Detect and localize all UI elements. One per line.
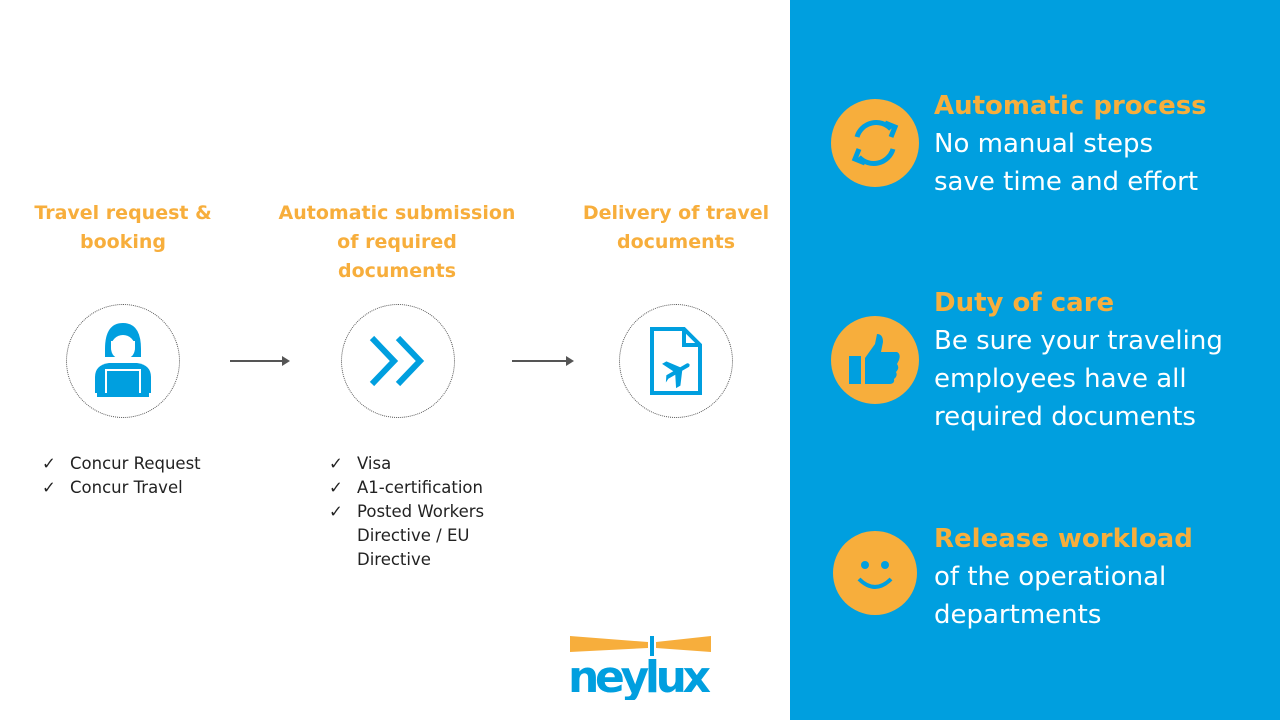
step-title-request: Travel request & booking	[34, 202, 212, 253]
benefit-heading: Automatic process	[934, 91, 1207, 121]
plane-document-icon	[650, 327, 702, 395]
step-circle-submission	[341, 304, 455, 418]
benefit-icon-automatic	[831, 99, 919, 187]
list-item: Visa	[329, 452, 519, 476]
benefit-icon-workload	[833, 531, 917, 615]
list-item: A1-certification	[329, 476, 519, 500]
list-item: Concur Request	[42, 452, 201, 476]
benefits-panel: Automatic process No manual steps save t…	[790, 0, 1280, 720]
step-title-delivery: Delivery of travel documents	[582, 202, 770, 253]
request-systems-list: Concur Request Concur Travel	[42, 452, 201, 500]
double-chevron-icon	[369, 335, 425, 387]
benefit-workload: Release workload of the operational depa…	[934, 520, 1214, 634]
benefit-text: of the operational departments	[934, 562, 1167, 630]
benefit-automatic: Automatic process No manual steps save t…	[934, 87, 1214, 201]
flow-arrow-2	[512, 356, 574, 366]
list-item: Posted Workers Directive / EU Directive	[329, 500, 519, 572]
neylux-logo: neylux	[568, 634, 713, 703]
benefit-icon-duty	[831, 316, 919, 404]
step-circle-request	[66, 304, 180, 418]
svg-text:neylux: neylux	[568, 652, 711, 700]
step-title-submission: Automatic submission of required documen…	[278, 202, 516, 282]
refresh-icon	[851, 120, 899, 166]
thumbs-up-icon	[849, 334, 900, 384]
benefit-text: No manual steps save time and effort	[934, 129, 1199, 197]
flow-arrow-1	[230, 356, 290, 366]
smiley-icon	[857, 561, 893, 589]
benefit-text: Be sure your traveling employees have al…	[934, 326, 1223, 432]
benefit-duty: Duty of care Be sure your traveling empl…	[934, 284, 1234, 436]
documents-list: Visa A1-certification Posted Workers Dir…	[329, 452, 519, 572]
list-item: Concur Travel	[42, 476, 201, 500]
benefit-heading: Duty of care	[934, 288, 1115, 318]
benefit-heading: Release workload	[934, 524, 1193, 554]
step-circle-delivery	[619, 304, 733, 418]
user-laptop-icon	[95, 323, 151, 397]
